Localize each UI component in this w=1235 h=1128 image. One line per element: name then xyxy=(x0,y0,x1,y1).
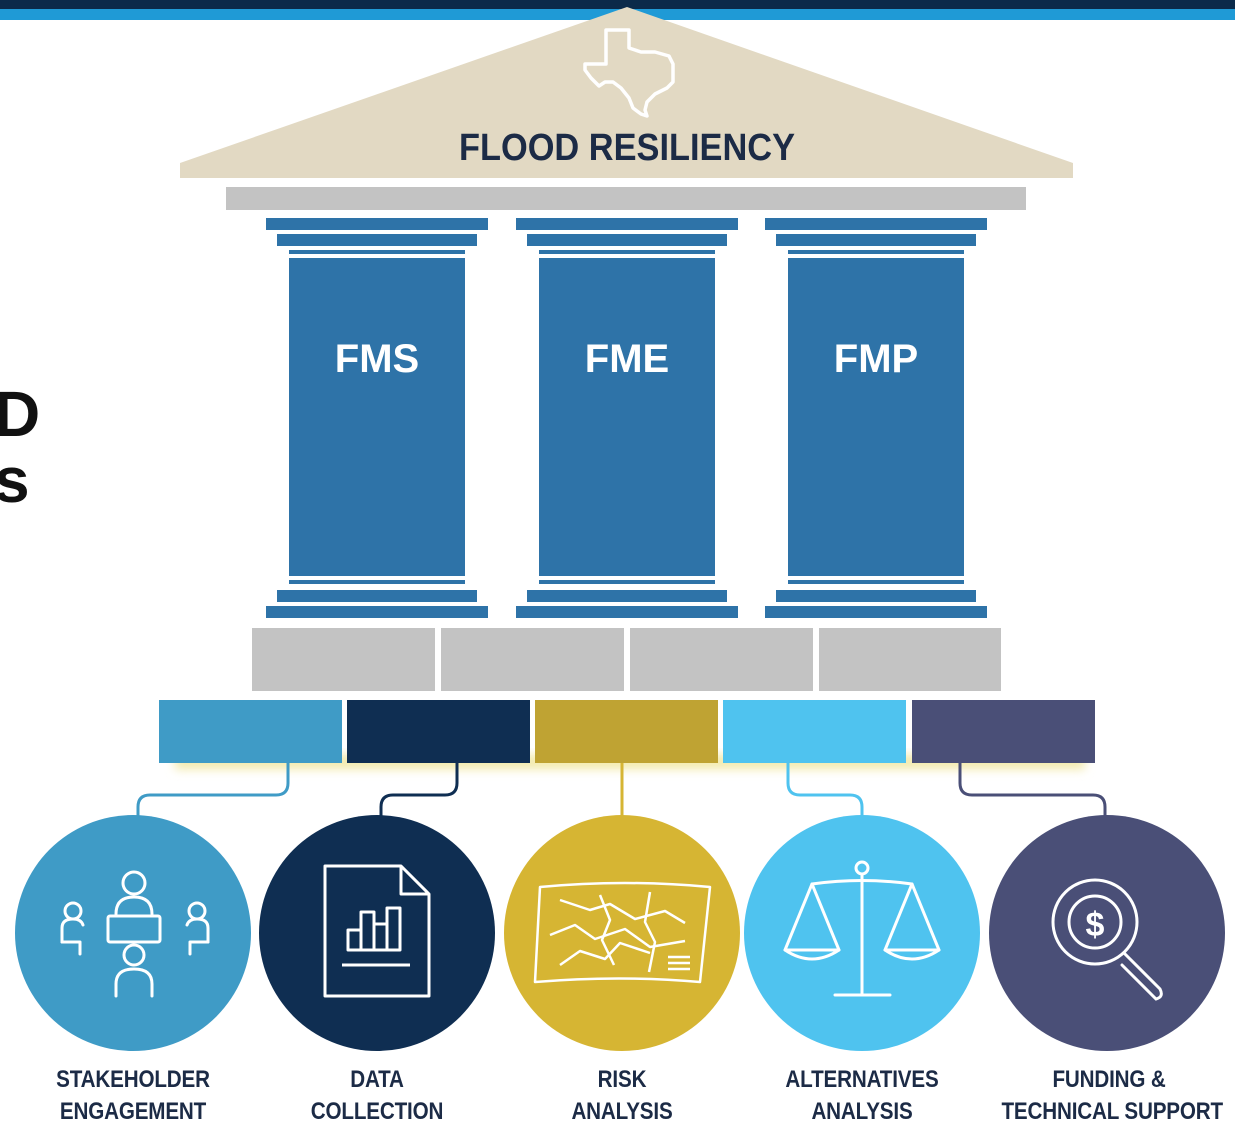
pillar-fme: FME xyxy=(516,218,738,618)
pillar-label: FMP xyxy=(834,337,918,381)
category-label-line2: ANALYSIS xyxy=(571,1098,673,1125)
category-label-line1: ALTERNATIVES xyxy=(785,1066,939,1093)
pillar-shaft xyxy=(289,258,465,576)
roof-title: FLOOD RESILIENCY xyxy=(459,127,795,169)
category-label: ALTERNATIVES ANALYSIS xyxy=(755,1064,970,1128)
pillar-base xyxy=(776,590,976,602)
entablature xyxy=(226,187,1026,210)
connector-line xyxy=(786,763,864,822)
pillar-base xyxy=(788,580,964,584)
category-circle xyxy=(259,815,495,1051)
document-chart-icon xyxy=(323,864,431,998)
meeting-people-icon xyxy=(60,870,210,998)
foundation-stone xyxy=(819,628,1001,691)
color-block xyxy=(159,700,342,763)
foundation xyxy=(252,628,1001,691)
connector-line xyxy=(958,763,1107,822)
cropped-side-text-1: D xyxy=(0,382,41,446)
pillar-capital xyxy=(516,218,738,230)
pillar-capital xyxy=(266,218,488,230)
cropped-side-text-2: s xyxy=(0,448,30,512)
pillar-fmp: FMP xyxy=(765,218,987,618)
category-circle xyxy=(504,815,740,1051)
color-block xyxy=(723,700,906,763)
connector-line xyxy=(136,763,290,822)
color-block xyxy=(912,700,1095,763)
scale-icon xyxy=(783,860,941,997)
top-accent-dark xyxy=(0,0,1235,9)
pillar-capital xyxy=(277,234,477,246)
pillar-capital xyxy=(527,234,727,246)
category-label-line2: ANALYSIS xyxy=(811,1098,913,1125)
foundation-stone xyxy=(252,628,435,691)
category-label-line1: FUNDING & xyxy=(1052,1066,1166,1093)
pillar-shaft xyxy=(539,258,715,576)
category-label: FUNDING & TECHNICAL SUPPORT xyxy=(1001,1064,1224,1128)
svg-text:$: $ xyxy=(1086,906,1105,944)
pillar-label: FMS xyxy=(335,337,419,381)
pillar-base xyxy=(516,606,738,618)
connector-line xyxy=(379,763,459,822)
category-circle xyxy=(989,815,1225,1051)
pillar-base xyxy=(277,590,477,602)
pillar-capital xyxy=(765,218,987,230)
category-label-line1: DATA xyxy=(350,1066,404,1093)
foundation-stone xyxy=(441,628,624,691)
pillar-capital xyxy=(776,234,976,246)
category-label-line1: STAKEHOLDER xyxy=(56,1066,210,1093)
map-icon xyxy=(533,881,712,984)
category-label-line1: RISK xyxy=(597,1066,647,1093)
pillar-capital xyxy=(788,250,964,254)
pillar-label: FME xyxy=(585,337,669,381)
pillar-capital xyxy=(289,250,465,254)
color-block xyxy=(535,700,718,763)
category-label: STAKEHOLDER ENGAGEMENT xyxy=(26,1064,241,1128)
pillar-capital xyxy=(539,250,715,254)
category-label-line2: TECHNICAL SUPPORT xyxy=(1001,1098,1224,1125)
category-label-line2: ENGAGEMENT xyxy=(59,1098,207,1125)
category-label-line2: COLLECTION xyxy=(310,1098,444,1125)
texas-icon xyxy=(583,28,675,118)
pillar-base xyxy=(289,580,465,584)
pillar-fms: FMS xyxy=(266,218,488,618)
category-circle xyxy=(15,815,251,1051)
pillar-shaft xyxy=(788,258,964,576)
color-block xyxy=(347,700,530,763)
pillar-base xyxy=(539,580,715,584)
magnifier-dollar-icon: $ xyxy=(1051,878,1163,1001)
pillar-base xyxy=(527,590,727,602)
pillar-base xyxy=(266,606,488,618)
category-label: RISK ANALYSIS xyxy=(515,1064,730,1128)
category-label: DATA COLLECTION xyxy=(270,1064,485,1128)
foundation-stone xyxy=(630,628,813,691)
pillar-base xyxy=(765,606,987,618)
